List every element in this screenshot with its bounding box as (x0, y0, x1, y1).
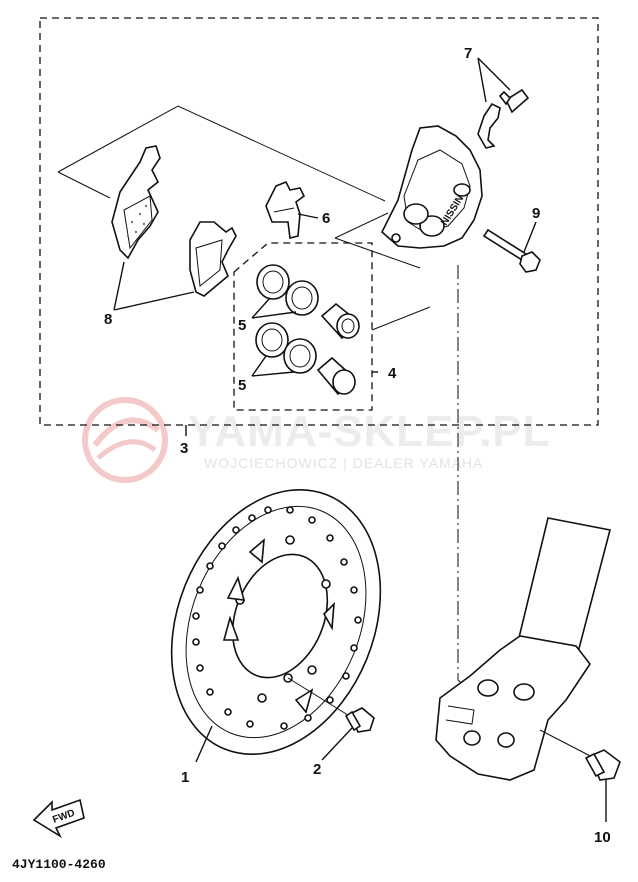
brake-disc (170, 488, 382, 756)
brake-pad-lower (189, 221, 237, 297)
seal-ring-3 (255, 322, 289, 358)
seal-ring-2 (285, 280, 319, 316)
watermark: YAMA-SKLEP.PL WOJCIECHOWICZ | DEALER YAM… (82, 397, 551, 483)
bleed-screw (498, 88, 530, 114)
callout-5b: 5 (238, 377, 246, 394)
watermark-logo-icon (82, 397, 168, 483)
caliper-assembly-boundary (39, 17, 599, 426)
front-fork-leg (435, 517, 611, 781)
pad-pin-bolt (482, 228, 541, 273)
brake-pad-upper (111, 145, 161, 260)
caliper-mount-bolt (539, 729, 621, 781)
bleed-screw-cap (477, 102, 501, 149)
callout-9: 9 (532, 205, 540, 222)
callout-7: 7 (464, 45, 472, 62)
fwd-arrow-icon: FWD (32, 798, 85, 839)
callout-2: 2 (313, 761, 321, 778)
seal-ring-4 (283, 338, 317, 374)
callout-10: 10 (594, 829, 611, 846)
callout-6: 6 (322, 210, 330, 227)
callout-3: 3 (180, 440, 188, 457)
watermark-subtitle: WOJCIECHOWICZ | DEALER YAMAHA (204, 455, 483, 471)
watermark-title: YAMA-SKLEP.PL (188, 407, 551, 456)
pad-spring (265, 180, 306, 239)
caliper-body: NISSIN (381, 125, 483, 249)
reference-lines (57, 105, 471, 691)
callout-8: 8 (104, 311, 112, 328)
disc-bolt (287, 677, 375, 733)
seal-kit-boundary (233, 242, 373, 411)
leader-lines (113, 57, 607, 822)
caliper-piston-1 (320, 302, 360, 340)
callout-5a: 5 (238, 317, 246, 334)
caliper-piston-2 (316, 356, 356, 396)
callout-1: 1 (181, 769, 189, 786)
callout-4: 4 (388, 365, 397, 382)
part-number: 4JY1100-4260 (12, 857, 106, 872)
seal-ring-1 (256, 264, 290, 300)
